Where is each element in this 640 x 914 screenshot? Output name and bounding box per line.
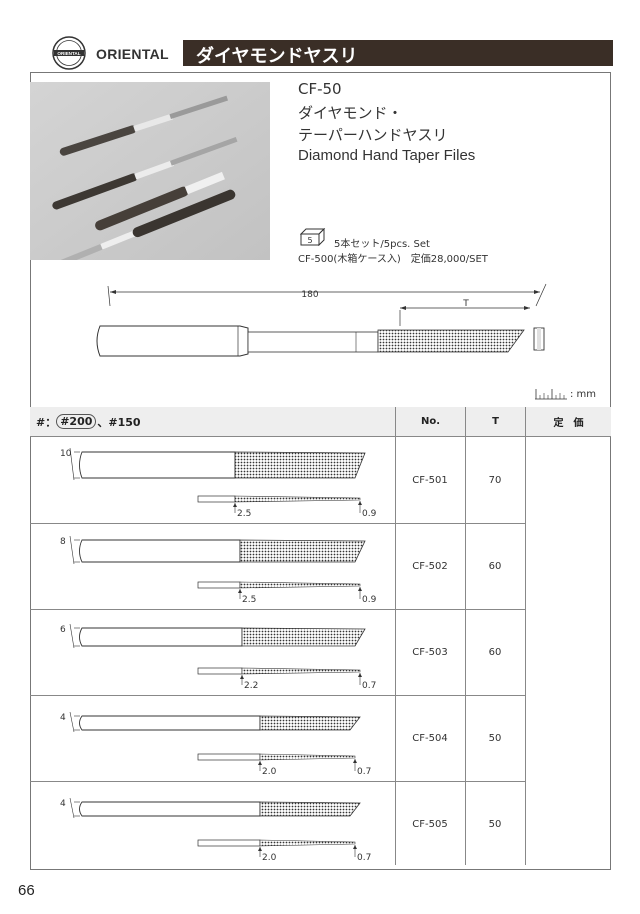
section-title: ダイヤモンドヤスリ [196,46,358,67]
set-count-text: 5本セット/5pcs. Set [334,239,430,250]
cell-model-no: CF-503 [412,647,448,658]
width-dim: 4 [60,799,66,809]
base-thickness: 2.2 [244,681,258,691]
row-divider [395,609,525,610]
tip-thickness: 0.7 [357,767,371,777]
file-drawing-cf-503: 6 2.2 0.7 [60,623,376,691]
row-divider [30,781,395,782]
file-drawing-cf-505: 4 2.0 0.7 [60,797,371,863]
grit-header: #：#200、#150 [30,407,395,437]
cell-t-length: 50 [488,819,502,830]
cell-model-no: CF-501 [412,475,448,486]
cell-model-no: CF-504 [412,733,448,744]
main-file-drawing: 180 T [96,283,547,357]
product-name-en: Diamond Hand Taper Files [298,147,476,164]
col-divider [465,437,466,865]
total-length-label: 180 [301,290,318,300]
unit-label: : mm [570,389,597,400]
svg-text:5: 5 [307,236,312,245]
taper-length-label: T [462,299,469,309]
col-divider [525,437,526,865]
tip-thickness: 0.7 [362,681,376,691]
brand-name: ORIENTAL [96,46,169,62]
tip-thickness: 0.9 [362,595,377,605]
cell-model-no: CF-505 [412,819,448,830]
model-number: CF-50 [298,80,342,98]
oriental-logo: ORIENTAL [52,36,86,70]
row-divider [395,781,525,782]
col-divider [395,437,396,865]
cell-t-length: 60 [488,561,502,572]
page-number: 66 [18,882,35,899]
set-price-line: CF-500(木箱ケース入) 定価28,000/SET [298,254,488,265]
svg-text:ORIENTAL: ORIENTAL [57,51,80,56]
row-divider [30,523,395,524]
product-name-jp-line2: テーパーハンドヤスリ [298,126,448,144]
grit-circled: #200 [56,414,97,429]
row-divider [395,523,525,524]
col-header-t: T [465,407,525,437]
box-icon: 5 [300,228,326,246]
base-thickness: 2.5 [237,509,251,519]
file-drawing-cf-502: 8 2.5 0.9 [60,535,377,605]
row-divider [30,695,395,696]
width-dim: 4 [60,713,66,723]
product-photo [30,82,270,260]
width-dim: 8 [60,537,66,547]
col-header-no: No. [395,407,465,437]
file-drawing-cf-501: 10 2.5 0.9 [60,447,377,519]
col-header-price: 定 価 [525,407,611,437]
width-dim: 6 [60,625,66,635]
base-thickness: 2.0 [262,767,277,777]
tip-thickness: 0.9 [362,509,377,519]
file-drawing-cf-504: 4 2.0 0.7 [60,711,371,777]
cell-t-length: 60 [488,647,502,658]
cell-t-length: 50 [488,733,502,744]
content-frame [30,72,611,870]
cell-t-length: 70 [488,475,502,486]
product-name-jp-line1: ダイヤモンド・ [298,104,403,122]
base-thickness: 2.5 [242,595,256,605]
base-thickness: 2.0 [262,853,277,863]
tip-thickness: 0.7 [357,853,371,863]
scale-icon [535,389,567,400]
cell-model-no: CF-502 [412,561,448,572]
width-dim: 10 [60,449,72,459]
section-title-bar [183,40,613,66]
row-divider [30,609,395,610]
row-divider [395,695,525,696]
